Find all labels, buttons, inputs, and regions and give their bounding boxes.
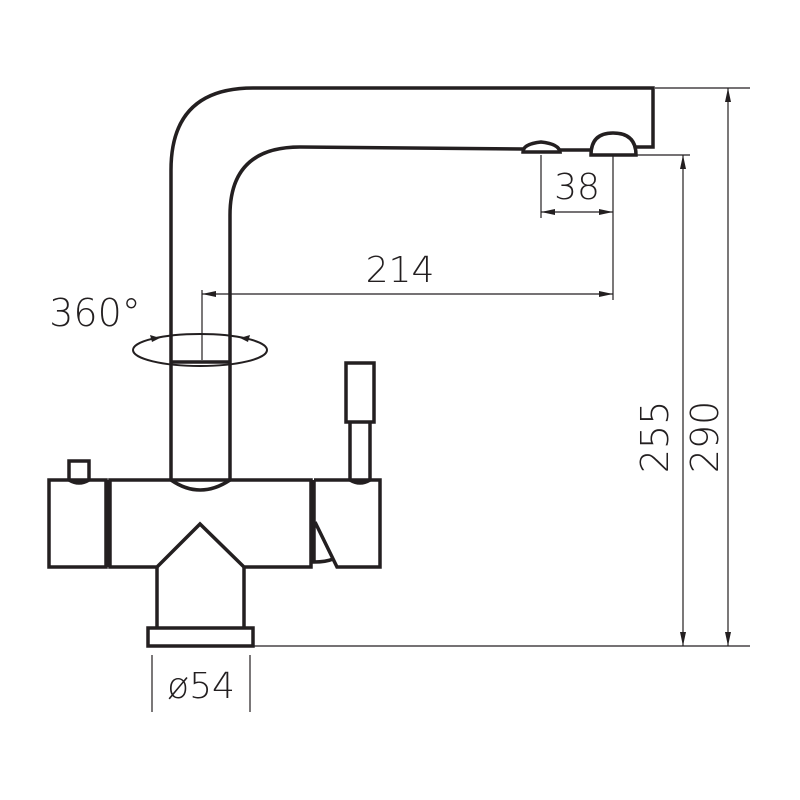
dimension-lines — [132, 87, 750, 712]
rotation-label: 360° — [49, 291, 141, 335]
base-stem — [155, 567, 246, 628]
handle-grip — [344, 361, 376, 424]
base-diameter-label: ø54 — [167, 666, 235, 707]
aerator-small — [521, 140, 562, 154]
base-plate — [146, 626, 255, 648]
left-block — [47, 478, 108, 569]
swivel-column — [169, 360, 232, 492]
height-outlet-label: 255 — [633, 401, 677, 474]
height-total-label: 290 — [683, 401, 727, 474]
left-knob — [67, 459, 91, 485]
middle-block — [108, 478, 313, 569]
aerator-spacing-label: 38 — [554, 167, 600, 208]
rotation-arrow — [132, 333, 268, 367]
right-block — [312, 478, 382, 569]
faucet-outline — [47, 86, 655, 648]
handle-stem — [348, 422, 372, 485]
spout — [169, 86, 655, 360]
aerator-large — [589, 131, 638, 157]
reach-label: 214 — [366, 250, 435, 291]
arrowheads — [150, 88, 731, 646]
